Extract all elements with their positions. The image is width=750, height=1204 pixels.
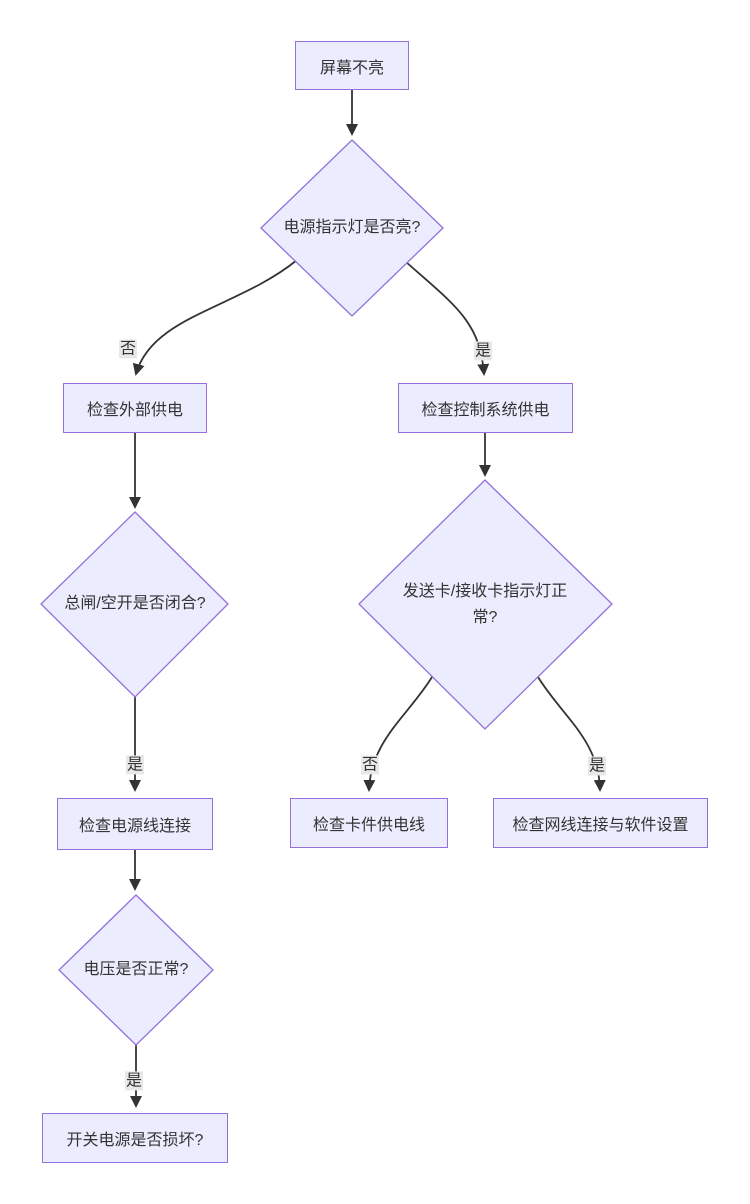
node-check-external-power-label: 检查外部供电 bbox=[86, 402, 183, 419]
decision-power-indicator-lit: 电源指示灯是否亮? bbox=[262, 206, 442, 250]
node-psu-damaged: 开关电源是否损坏? bbox=[42, 1113, 228, 1163]
node-check-power-cable-label: 检查电源线连接 bbox=[78, 818, 191, 835]
decision-main-breaker-closed-shape bbox=[40, 511, 229, 698]
node-screen-not-lit-label: 屏幕不亮 bbox=[319, 59, 384, 77]
edge-label-yes-psu: 是 bbox=[124, 1071, 144, 1091]
node-check-control-system-power-label: 检查控制系统供电 bbox=[421, 402, 550, 419]
edge-label-yes-network: 是 bbox=[587, 756, 607, 776]
edge-label-yes-power-cable: 是 bbox=[125, 755, 145, 775]
decision-card-indicator-normal-label: 发送卡/接收卡指示灯正常? bbox=[402, 583, 568, 626]
decision-main-breaker-closed-label: 总闸/空开是否闭合? bbox=[64, 595, 206, 613]
decision-voltage-normal-shape bbox=[58, 894, 214, 1046]
edge-power-indicator-no bbox=[132, 259, 298, 376]
decision-power-indicator-lit-shape bbox=[260, 139, 444, 317]
decision-card-indicator-normal-shape bbox=[358, 479, 613, 730]
node-screen-not-lit: 屏幕不亮 bbox=[295, 41, 409, 90]
edge-power-indicator-yes bbox=[405, 261, 490, 376]
node-check-control-system-power: 检查控制系统供电 bbox=[398, 383, 573, 433]
node-check-network-and-software-label: 检查网线连接与软件设置 bbox=[512, 817, 689, 834]
node-check-external-power: 检查外部供电 bbox=[63, 383, 207, 433]
edge-label-no-external-power: 否 bbox=[118, 339, 138, 359]
node-psu-damaged-label: 开关电源是否损坏? bbox=[66, 1132, 204, 1149]
edge-label-yes-control-power: 是 bbox=[473, 341, 493, 361]
node-check-card-power-line-label: 检查卡件供电线 bbox=[312, 817, 425, 834]
decision-voltage-normal: 电压是否正常? bbox=[45, 948, 227, 992]
node-check-card-power-line: 检查卡件供电线 bbox=[290, 798, 448, 848]
edge-label-no-card-power: 否 bbox=[360, 755, 380, 775]
decision-card-indicator-normal: 发送卡/接收卡指示灯正常? bbox=[395, 578, 575, 632]
decision-voltage-normal-label: 电压是否正常? bbox=[83, 961, 189, 979]
node-check-power-cable: 检查电源线连接 bbox=[57, 798, 213, 850]
node-check-network-and-software: 检查网线连接与软件设置 bbox=[493, 798, 708, 848]
decision-power-indicator-lit-label: 电源指示灯是否亮? bbox=[283, 219, 421, 237]
decision-main-breaker-closed: 总闸/空开是否闭合? bbox=[40, 582, 230, 626]
